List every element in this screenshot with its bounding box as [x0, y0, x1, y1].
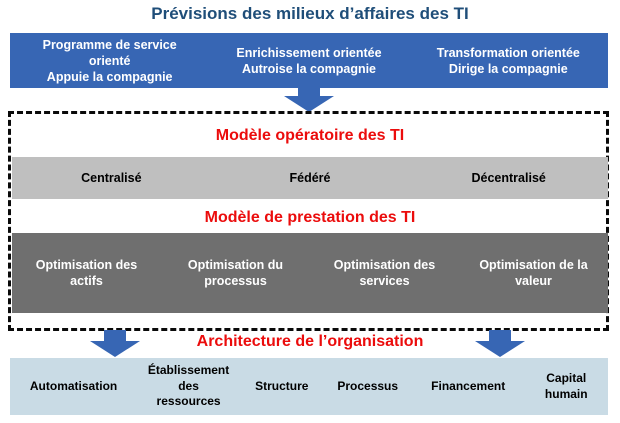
forecast-cell-enrichment-oriented: Enrichissement orientée Autroise la comp… [236, 45, 382, 76]
architecture-cell-financing: Financement [431, 378, 506, 393]
operating-model-cell-federated: Fédéré [289, 171, 331, 185]
models-dashed-container [8, 111, 609, 331]
architecture-cell-human-capital: Capital humain [544, 371, 588, 401]
architecture-bar: Automatisation Établissement des ressour… [10, 358, 608, 415]
page-title: Prévisions des milieux d’affaires des TI [151, 4, 469, 23]
forecast-cell-transformation-oriented: Transformation orientée Dirige la compag… [436, 45, 580, 76]
operating-model-cell-centralized: Centralisé [81, 171, 142, 185]
architecture-cell-resourcing: Établissement des ressources [147, 363, 230, 409]
delivery-model-bar: Optimisation des actifs Optimisation du … [12, 233, 608, 313]
delivery-cell-process: Optimisation du processus [187, 258, 284, 288]
operating-model-title: Modèle opératoire des TI [215, 127, 405, 144]
operating-model-cell-decentralized: Décentralisé [471, 171, 546, 185]
architecture-cell-structure: Structure [255, 378, 309, 393]
forecast-cell-service-oriented: Programme de service orienté Appuie la c… [42, 37, 177, 84]
forecast-bar: Programme de service orienté Appuie la c… [10, 33, 608, 88]
down-arrow-icon [281, 85, 337, 112]
delivery-cell-assets: Optimisation des actifs [35, 258, 138, 288]
delivery-model-title: Modèle de prestation des TI [204, 209, 416, 226]
delivery-cell-services: Optimisation des services [333, 258, 436, 288]
down-arrow-icon [87, 330, 143, 357]
architecture-cell-process: Processus [337, 378, 399, 393]
delivery-cell-value: Optimisation de la valeur [479, 258, 588, 288]
operating-model-bar: Centralisé Fédéré Décentralisé [12, 157, 608, 199]
architecture-title: Architecture de l’organisation [196, 333, 424, 350]
down-arrow-icon [472, 330, 528, 357]
architecture-cell-automation: Automatisation [29, 378, 118, 393]
